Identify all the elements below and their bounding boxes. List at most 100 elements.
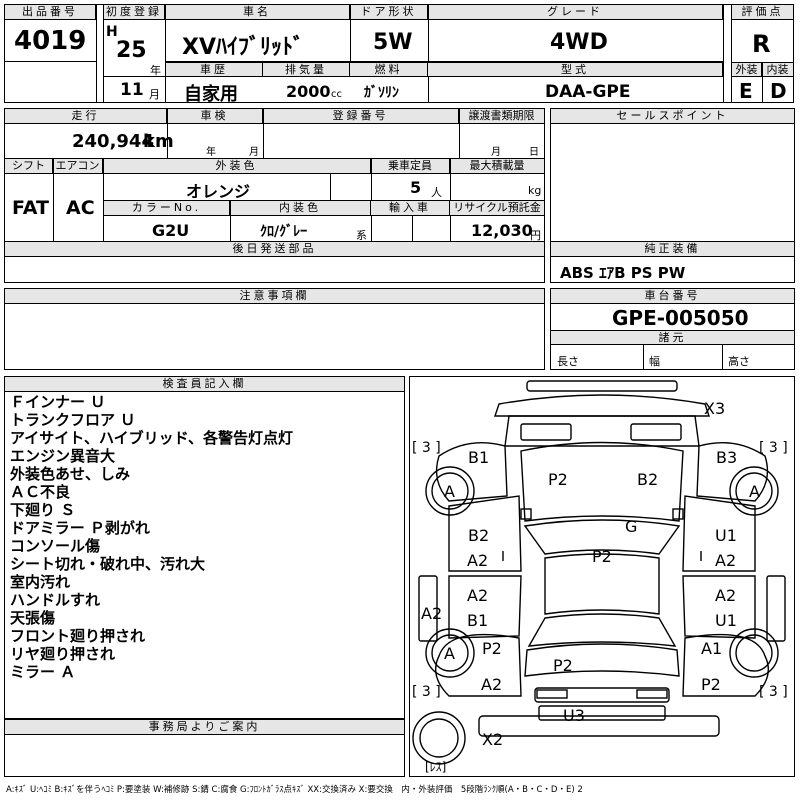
lot-number: 4019 [14, 26, 87, 56]
mileage-label: 走行 [5, 109, 167, 124]
displacement-unit: cc [331, 89, 342, 100]
mark-b1-door-l2: B1 [467, 611, 489, 630]
inspector-line: Ｆインナー Ｕ [10, 393, 106, 411]
mark-a2-door-r1: A2 [715, 551, 737, 570]
inspector-block [4, 376, 405, 719]
mark-tire-fr: [ 3 ] [759, 440, 788, 456]
mark-b2-door: B2 [468, 526, 490, 545]
mark-u1-door-r2: U1 [715, 611, 737, 630]
capacity-value: 5 [410, 178, 422, 197]
recycle-label: リサイクル預託金 [450, 201, 544, 216]
car-diagram [409, 376, 795, 777]
inspector-line: ハンドルすれ [10, 591, 101, 609]
office-block [4, 719, 405, 777]
mark-u1-door-r1: U1 [715, 526, 737, 545]
shift-value: FAT [12, 197, 49, 219]
inspector-line: 天張傷 [10, 609, 56, 627]
mark-p2-rear-r: P2 [701, 675, 721, 694]
mark-wheel-fl: A [444, 482, 455, 501]
ext-label: 外装 [732, 62, 762, 77]
inspector-line: 下廻り Ｓ [10, 501, 76, 519]
transfer-day: 日 [529, 147, 539, 158]
mark-p2-hood: P2 [548, 470, 568, 489]
mark-p2-rear-l: P2 [482, 639, 502, 658]
later-parts-label: 後日発送部品 [5, 242, 544, 257]
mark-a2-side-l: A2 [421, 604, 443, 623]
office-label: 事務局よりご案内 [5, 720, 404, 735]
chassis-block [550, 288, 795, 370]
shift-label: シフト [5, 159, 53, 174]
int-color-value: ｸﾛ/ｸﾞﾚｰ [260, 224, 308, 240]
mark-p2-roof: P2 [592, 547, 612, 566]
displacement-value: 2000 [286, 82, 331, 101]
ext-grade-value: E [739, 79, 753, 103]
sales-label: セールスポイント [551, 109, 794, 124]
inspector-label: 検査員記入欄 [5, 377, 404, 392]
int-grade-value: D [770, 79, 787, 103]
ext-color-value: オレンジ [186, 182, 251, 201]
recycle-unit: 円 [530, 229, 541, 242]
mark-x2: X2 [482, 730, 504, 749]
mark-p2-trunk: P2 [553, 656, 573, 675]
car-name-label: 車名 [165, 5, 350, 20]
legend-text: A:ｷｽﾞ U:ﾍｺﾐ B:ｷｽﾞを伴うﾍｺﾐ P:要塗装 W:補修跡 S:錆 … [6, 785, 583, 795]
car-outline [412, 380, 786, 765]
transfer-month: 月 [491, 147, 501, 158]
inspector-line: トランクフロア Ｕ [10, 411, 136, 429]
inspector-line: シート切れ・破れ中、汚れ大 [10, 555, 206, 573]
model-value: DAA-GPE [545, 82, 631, 102]
mark-a2-rear-l: A2 [481, 675, 503, 694]
insp-month: 月 [249, 147, 259, 158]
chassis-label: 車台番号 [551, 289, 794, 304]
mark-b3-top: B3 [716, 448, 738, 467]
mark-a1-rear-r: A1 [701, 639, 723, 658]
inspector-notes: Ｆインナー Ｕ トランクフロア Ｕ アイサイト、ハイブリッド、各警告灯点灯 エン… [10, 393, 400, 681]
inspector-line: 外装色あせ、しみ [10, 465, 131, 483]
mark-b2-hood: B2 [637, 470, 659, 489]
transfer-label: 譲渡書類期限 [459, 109, 544, 124]
load-unit: kg [528, 184, 542, 197]
mark-b1-top: B1 [468, 448, 490, 467]
height-label: 高さ [728, 355, 750, 368]
reg-month: 11 [120, 80, 144, 100]
width-label: 幅 [649, 355, 660, 368]
grade-value: 4WD [550, 30, 608, 55]
mark-tire-rr: [ 3 ] [759, 684, 788, 700]
capacity-label: 乗車定員 [371, 159, 450, 174]
grade-label: グレード [428, 5, 723, 20]
import-label: 輸入車 [371, 201, 450, 216]
notes-label: 注意事項欄 [5, 289, 544, 304]
car-name: XVﾊｲﾌﾞﾘｯﾄﾞ [182, 35, 304, 60]
sales-block [550, 108, 795, 283]
mark-tire-rl: [ 3 ] [412, 684, 441, 700]
header-block [4, 4, 794, 103]
mark-a2-door-r2: A2 [715, 586, 737, 605]
door-label: ドア形状 [350, 5, 428, 20]
notes-block [4, 288, 545, 370]
equip-value: ABS ｴｱB PS PW [560, 264, 686, 282]
int-color-label: 内装色 [230, 201, 371, 216]
length-label: 長さ [557, 355, 579, 368]
mark-a2-door-l2: A2 [467, 586, 489, 605]
lot-no-label: 出品番号 [5, 5, 96, 20]
ac-label: エアコン [53, 159, 103, 174]
capacity-unit: 人 [431, 186, 442, 199]
reg-no-label: 登録番号 [263, 109, 459, 124]
int-label: 内装 [762, 62, 793, 77]
details-block [4, 108, 545, 283]
score-value: R [752, 30, 771, 58]
mileage-value: 240,944 [72, 131, 154, 152]
inspector-line: 室内汚れ [10, 573, 71, 591]
history-value: 自家用 [184, 84, 238, 105]
inspector-line: アイサイト、ハイブリッド、各警告灯点灯 [10, 429, 294, 447]
mark-tire-fl: [ 3 ] [412, 440, 441, 456]
mark-a2-door-l1: A2 [467, 551, 489, 570]
equip-label: 純正装備 [551, 242, 794, 257]
color-no-label: カラーNo. [104, 201, 230, 216]
mark-x3: X3 [704, 399, 726, 418]
inspector-line: ドアミラー Ｐ剥がれ [10, 519, 150, 537]
mark-g-glass: G [625, 517, 638, 536]
inspector-line: コンソール傷 [10, 537, 101, 555]
year-unit: 年 [150, 64, 161, 77]
inspector-line: フロント廻り押され [10, 627, 146, 645]
